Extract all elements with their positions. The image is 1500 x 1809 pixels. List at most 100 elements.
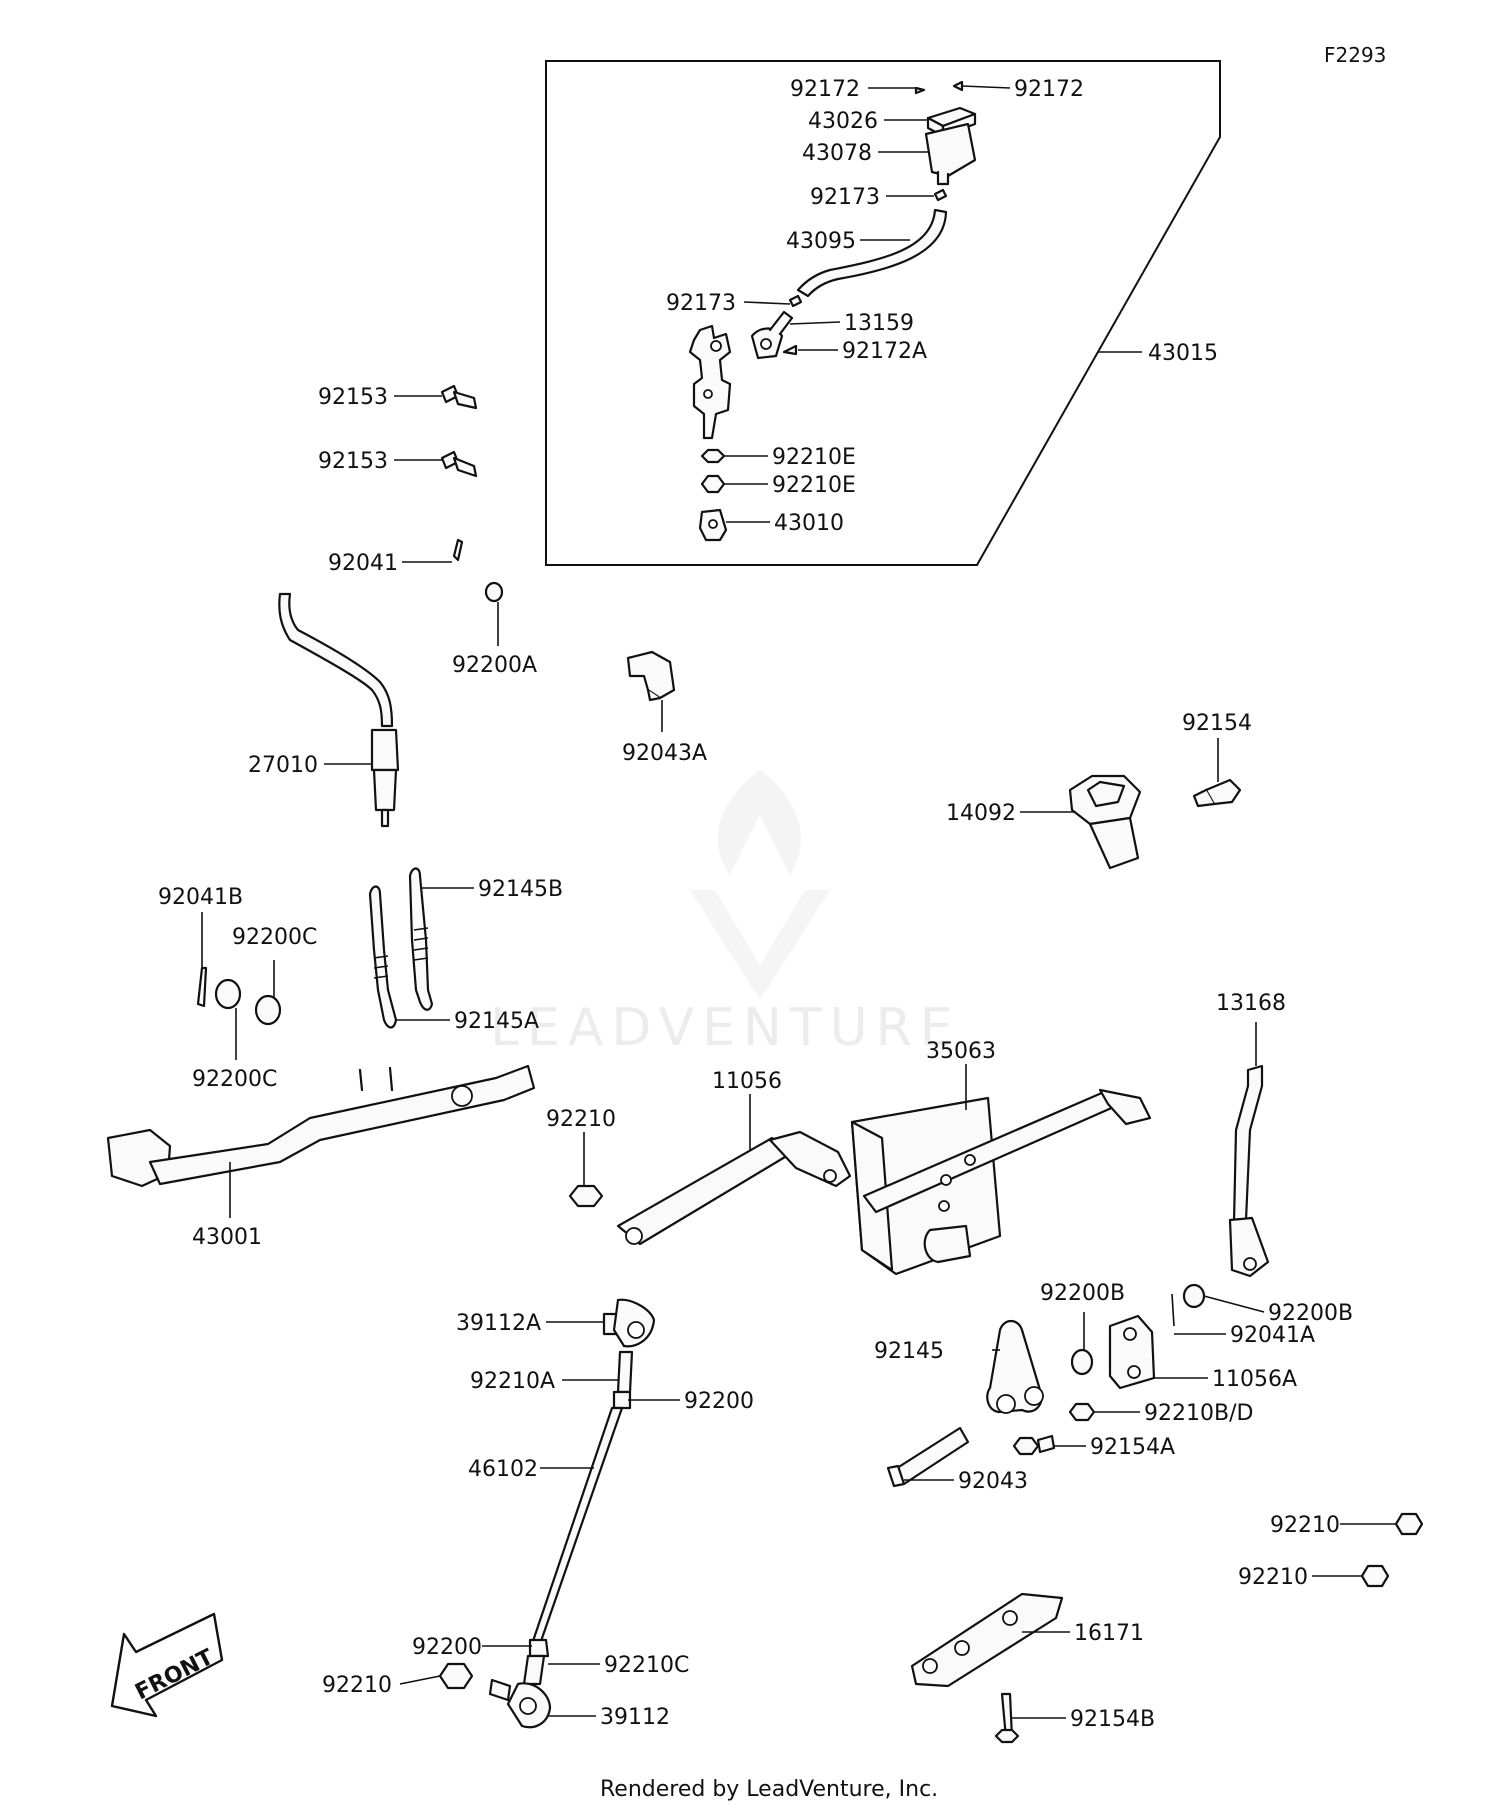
- leader-lines: [201, 85, 1396, 1719]
- part-92200A-washer[interactable]: [484, 581, 504, 603]
- callout-92154B: 92154B: [1070, 1707, 1155, 1732]
- callout-92145: 92145: [874, 1339, 944, 1364]
- part-43078-reservoir[interactable]: [924, 122, 977, 186]
- footer-text: Rendered by LeadVenture, Inc.: [600, 1777, 938, 1802]
- callout-92210-right-2: 92210: [1238, 1565, 1308, 1590]
- part-92210BD-nut[interactable]: [1068, 1402, 1096, 1422]
- callout-92041A: 92041A: [1230, 1323, 1315, 1348]
- callout-43015: 43015: [1148, 341, 1218, 366]
- front-arrow-icon: [110, 1612, 224, 1718]
- assembly-box-43015: [545, 60, 1221, 566]
- part-11056A-lever[interactable]: [1108, 1314, 1156, 1390]
- part-92200C-washer-upper[interactable]: [254, 994, 282, 1026]
- part-13159-elbow[interactable]: [750, 310, 794, 360]
- callout-39112A: 39112A: [456, 1311, 541, 1336]
- part-92154B-bolt[interactable]: [994, 1692, 1020, 1744]
- callout-92200A: 92200A: [452, 653, 537, 678]
- part-46102-brake-rod[interactable]: [488, 1298, 656, 1729]
- callout-43010: 43010: [774, 511, 844, 536]
- callout-92172-right: 92172: [1014, 77, 1084, 102]
- callout-92043A: 92043A: [622, 741, 707, 766]
- part-27010-brake-switch[interactable]: [278, 592, 400, 828]
- part-35063-bracket[interactable]: [850, 1088, 1152, 1276]
- callout-16171: 16171: [1074, 1621, 1144, 1646]
- callout-92173-top: 92173: [810, 185, 880, 210]
- part-92172-pins[interactable]: [914, 80, 964, 95]
- part-13168-rod[interactable]: [1228, 1064, 1270, 1278]
- callout-92210A: 92210A: [470, 1369, 555, 1394]
- callout-13168: 13168: [1216, 991, 1286, 1016]
- part-16171-plate[interactable]: [910, 1592, 1064, 1688]
- watermark-text: LEADVENTURE: [490, 998, 961, 1058]
- callout-92041B: 92041B: [158, 885, 243, 910]
- part-92210-nut-mid[interactable]: [568, 1184, 604, 1208]
- part-92145A-spring[interactable]: [368, 885, 398, 1029]
- callout-92041: 92041: [328, 551, 398, 576]
- part-92200B-washer-mid[interactable]: [1070, 1348, 1094, 1376]
- callout-11056: 11056: [712, 1069, 782, 1094]
- callout-92210-bottom-left: 92210: [322, 1673, 392, 1698]
- callout-43001: 43001: [192, 1225, 262, 1250]
- part-92154A-bolt[interactable]: [1012, 1434, 1056, 1456]
- callout-43095: 43095: [786, 229, 856, 254]
- callout-43026: 43026: [808, 109, 878, 134]
- callout-92210E-2: 92210E: [772, 473, 856, 498]
- part-92153-bolt-upper[interactable]: [440, 384, 478, 410]
- callout-92200-top: 92200: [684, 1389, 754, 1414]
- part-92200B-washer-right[interactable]: [1182, 1283, 1206, 1309]
- callout-92200B-mid: 92200B: [1040, 1281, 1125, 1306]
- part-92043A-bracket[interactable]: [626, 650, 676, 702]
- callout-92210BD: 92210B/D: [1144, 1401, 1253, 1426]
- part-14092-cap[interactable]: [1068, 774, 1142, 870]
- part-92210-nut-right-upper[interactable]: [1394, 1512, 1424, 1536]
- callout-13159: 13159: [844, 311, 914, 336]
- callout-92200B-right: 92200B: [1268, 1301, 1353, 1326]
- part-92041B-cotter-pin[interactable]: [196, 966, 208, 1008]
- part-11056-shaft-arm[interactable]: [616, 1130, 852, 1246]
- callout-92145B: 92145B: [478, 877, 563, 902]
- part-43010-clevis[interactable]: [698, 508, 728, 542]
- part-92153-bolt-lower[interactable]: [440, 450, 478, 478]
- part-43095-hose[interactable]: [796, 208, 948, 298]
- part-92173-clamp[interactable]: [788, 188, 948, 308]
- part-master-cylinder-body[interactable]: [688, 324, 732, 440]
- part-92210-nut-bottom-left[interactable]: [438, 1662, 474, 1690]
- callout-14092: 14092: [946, 801, 1016, 826]
- callout-35063: 35063: [926, 1039, 996, 1064]
- callout-11056A: 11056A: [1212, 1367, 1297, 1392]
- callout-92153-1: 92153: [318, 385, 388, 410]
- part-92210E-nuts[interactable]: [700, 448, 726, 494]
- callout-labels: 92172 92172 43026 43078 92173 43095 9217…: [158, 77, 1353, 1732]
- callout-39112: 39112: [600, 1705, 670, 1730]
- callout-92172A: 92172A: [842, 339, 927, 364]
- callout-46102: 46102: [468, 1457, 538, 1482]
- part-92210-nut-right-lower[interactable]: [1360, 1564, 1390, 1588]
- callout-92200-bottom: 92200: [412, 1635, 482, 1660]
- part-92145-spring[interactable]: [986, 1319, 1044, 1414]
- callout-92210-right-1: 92210: [1270, 1513, 1340, 1538]
- callout-92200C-bottom: 92200C: [192, 1067, 277, 1092]
- callout-92154A: 92154A: [1090, 1435, 1175, 1460]
- callout-92043: 92043: [958, 1469, 1028, 1494]
- diagram-code: F2293: [1324, 43, 1386, 67]
- callout-27010: 27010: [248, 753, 318, 778]
- part-92041A-cotter-pin[interactable]: [1171, 1293, 1175, 1327]
- part-43001-brake-pedal[interactable]: [106, 1064, 536, 1188]
- callout-92210-mid: 92210: [546, 1107, 616, 1132]
- part-92200C-washer-lower[interactable]: [214, 978, 242, 1010]
- part-92172A-pin[interactable]: [782, 344, 798, 356]
- part-92145B-spring[interactable]: [408, 867, 434, 1011]
- callout-92153-2: 92153: [318, 449, 388, 474]
- watermark-logo: [690, 770, 830, 1000]
- part-92041-cotter-pin[interactable]: [452, 538, 464, 562]
- callout-92154: 92154: [1182, 711, 1252, 736]
- callout-92210C: 92210C: [604, 1653, 689, 1678]
- callout-43078: 43078: [802, 141, 872, 166]
- callout-92145A: 92145A: [454, 1009, 539, 1034]
- part-92154-bolt[interactable]: [1192, 778, 1242, 808]
- part-92043-pin[interactable]: [886, 1426, 970, 1488]
- callout-92173-bottom: 92173: [666, 291, 736, 316]
- callout-92210E-1: 92210E: [772, 445, 856, 470]
- callout-92200C-top: 92200C: [232, 925, 317, 950]
